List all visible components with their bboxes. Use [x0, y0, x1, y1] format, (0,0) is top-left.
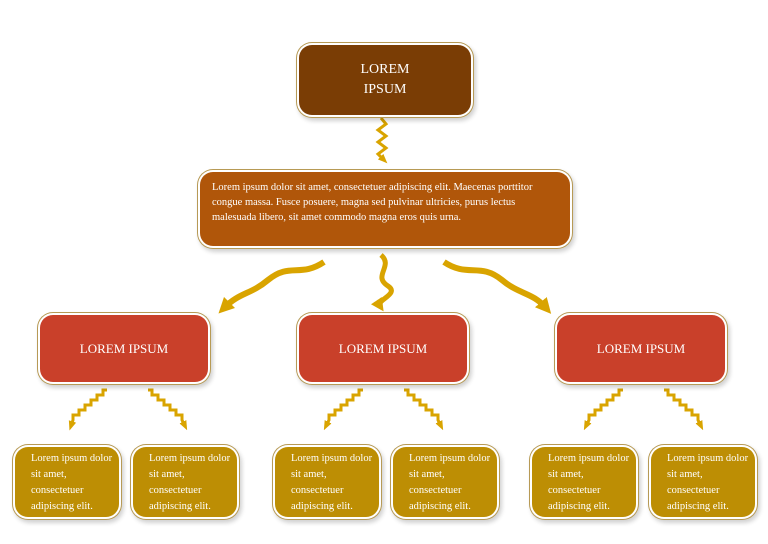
- leaf-box-5: Lorem ipsum dolor sit amet, consectetuer…: [532, 447, 636, 517]
- zigzag-arrow-top: [375, 117, 389, 164]
- stair-arrow-6: [664, 388, 704, 431]
- level2-box-2: LOREM IPSUM: [299, 315, 467, 382]
- leaf-box-4: Lorem ipsum dolor sit amet, consectetuer…: [393, 447, 497, 517]
- stair-arrow-5: [583, 388, 623, 431]
- stair-arrow-3: [323, 388, 363, 431]
- leaf-box-6: Lorem ipsum dolor sit amet, consectetuer…: [651, 447, 755, 517]
- leaf-box-text: Lorem ipsum dolor sit amet, consectetuer…: [149, 453, 231, 512]
- wavy-arrow-right: [442, 259, 552, 314]
- leaf-box-text: Lorem ipsum dolor sit amet, consectetuer…: [291, 453, 373, 512]
- wavy-arrow-center: [370, 253, 394, 312]
- stair-arrow-1: [68, 388, 107, 431]
- level2-box-label: LOREM IPSUM: [79, 340, 169, 356]
- level2-box-label: LOREM IPSUM: [596, 340, 686, 356]
- top-box: LOREM IPSUM: [299, 45, 471, 115]
- middle-box: Lorem ipsum dolor sit amet, consectetuer…: [200, 172, 570, 246]
- leaf-box-text: Lorem ipsum dolor sit amet, consectetuer…: [667, 453, 749, 512]
- leaf-box-text: Lorem ipsum dolor sit amet, consectetuer…: [409, 453, 491, 512]
- level2-box-label: LOREM IPSUM: [338, 340, 428, 356]
- leaf-box-text: Lorem ipsum dolor sit amet, consectetuer…: [31, 453, 113, 512]
- stair-arrows: [68, 388, 704, 431]
- stair-arrow-4: [404, 388, 444, 431]
- stair-arrow-2: [148, 388, 188, 431]
- middle-box-text: Lorem ipsum dolor sit amet, consectetuer…: [212, 182, 533, 223]
- leaf-box-3: Lorem ipsum dolor sit amet, consectetuer…: [275, 447, 379, 517]
- level2-box-3: LOREM IPSUM: [557, 315, 725, 382]
- leaf-box-2: Lorem ipsum dolor sit amet, consectetuer…: [133, 447, 237, 517]
- level2-box-1: LOREM IPSUM: [40, 315, 208, 382]
- wavy-arrow-left: [218, 259, 326, 314]
- top-box-label: LOREM IPSUM: [360, 62, 410, 97]
- leaf-box-text: Lorem ipsum dolor sit amet, consectetuer…: [548, 453, 630, 512]
- leaf-box-1: Lorem ipsum dolor sit amet, consectetuer…: [15, 447, 119, 517]
